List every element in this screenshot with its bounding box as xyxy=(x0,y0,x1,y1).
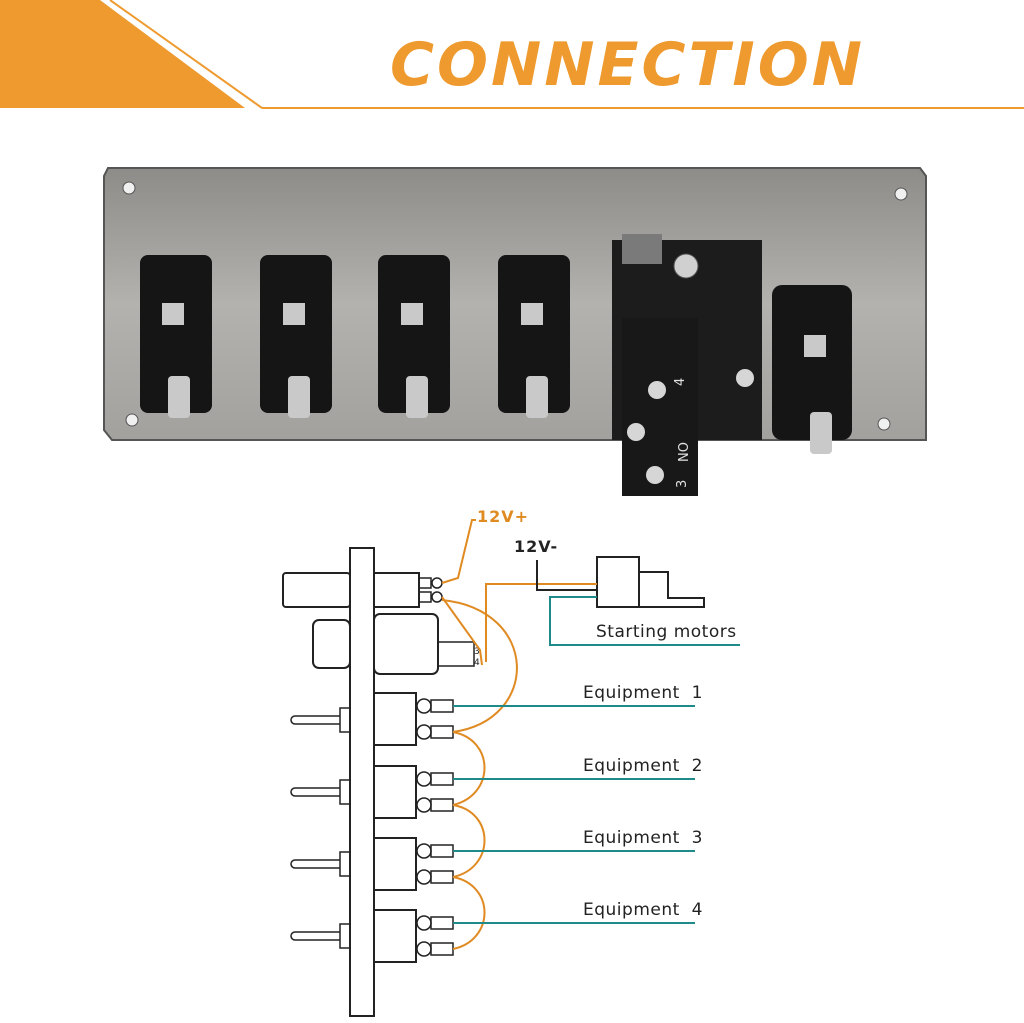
terminal-label-3: 3 xyxy=(675,480,690,488)
page-title: CONNECTION xyxy=(390,30,865,100)
toggle-switch-body xyxy=(260,255,332,418)
toggle-switch-body xyxy=(498,255,570,418)
ignition-switch-body: 4 NO 3 xyxy=(612,234,762,496)
toggle-switch-body xyxy=(378,255,450,418)
header-banner xyxy=(0,0,245,108)
mount-hole xyxy=(122,181,136,195)
toggle-switch-body xyxy=(140,255,212,418)
mount-hole xyxy=(894,187,908,201)
mount-hole xyxy=(125,413,139,427)
terminal-label-no: NO xyxy=(677,442,692,462)
push-button-body xyxy=(772,285,852,454)
mount-hole xyxy=(877,417,891,431)
terminal-label-4: 4 xyxy=(673,378,688,386)
header-rule-diagonal xyxy=(109,0,263,109)
